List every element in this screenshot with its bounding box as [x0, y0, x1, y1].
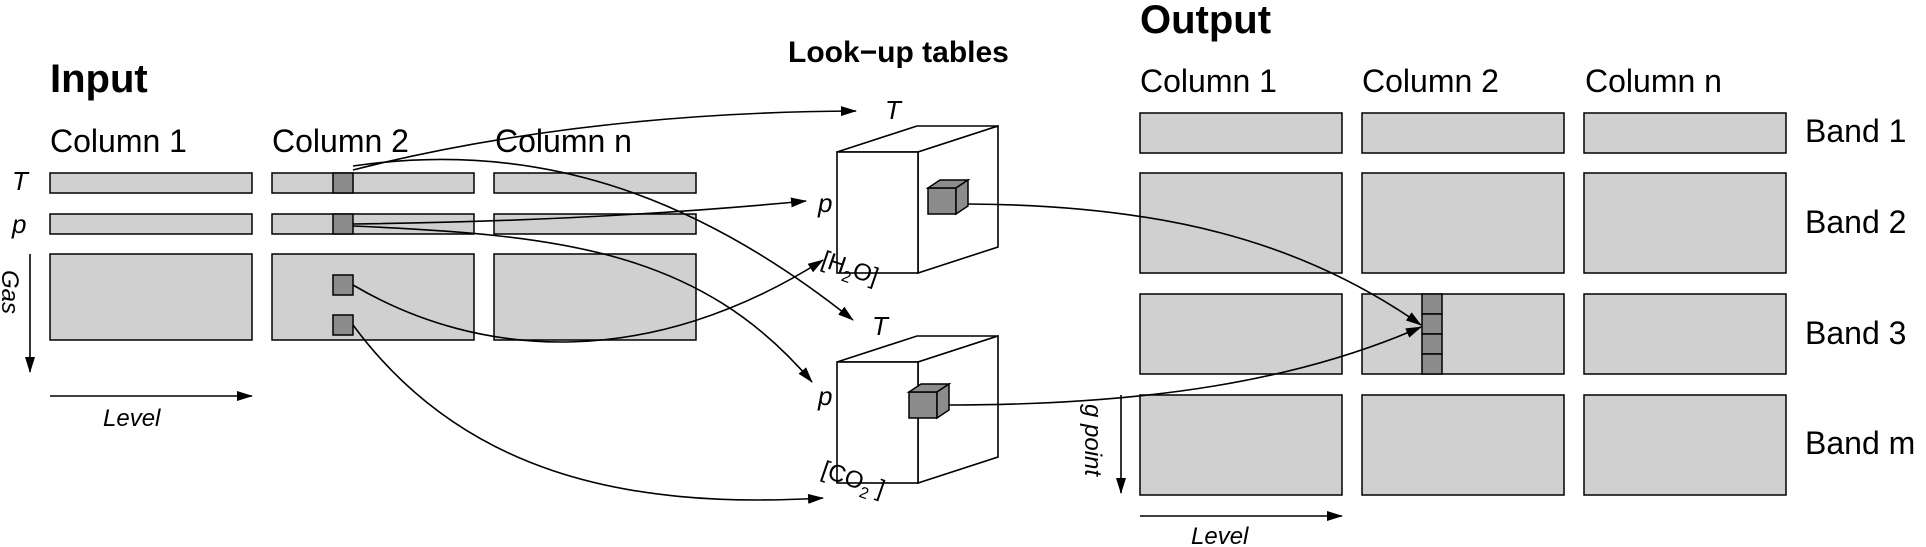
output-column-1-header: Column 1: [1140, 63, 1277, 99]
arrow-co2-to-co2-table: [352, 324, 824, 504]
input-row-label-p: p: [11, 209, 26, 239]
h2o-cube-T-label: T: [885, 95, 903, 125]
flow-arrows: [352, 106, 1422, 504]
output-column-n-header: Column n: [1585, 63, 1722, 99]
input-T-row-column-2: [271, 172, 475, 194]
input-T-row-column-1: [49, 172, 253, 194]
output-band-m-column-2: [1361, 394, 1565, 496]
input-gas-block-column-1: [49, 253, 253, 341]
co2-cube-p-label: p: [817, 381, 832, 411]
output-band-1-column-n: [1583, 112, 1787, 154]
output-column-2-header: Column 2: [1362, 63, 1499, 99]
co2-lookup-cube: T p [CO2 ]: [817, 311, 999, 503]
output-band-m-column-n: [1583, 394, 1787, 496]
g-point-axis-label: g point: [1079, 404, 1106, 477]
co2-selected-voxel: [908, 391, 938, 419]
output-section: Output Column 1 Column 2 Column n Band 1…: [1079, 0, 1915, 547]
output-title: Output: [1140, 0, 1271, 42]
selected-pressure-cell: [332, 213, 354, 235]
selected-h2o-cell: [332, 274, 354, 296]
output-band-2-column-2: [1361, 172, 1565, 274]
output-band-2-column-n: [1583, 172, 1787, 274]
input-column-n-header: Column n: [495, 123, 632, 159]
output-band-2-column-1: [1139, 172, 1343, 274]
arrow-pressure-to-h2o-p: [352, 197, 807, 225]
input-section: Input Column 1 Column 2 Column n T p Gas…: [0, 57, 697, 432]
band-2-label: Band 2: [1805, 204, 1906, 240]
selected-temperature-cell: [332, 172, 354, 194]
output-band-3-column-1: [1139, 293, 1343, 375]
lookup-tables-title: Look−up tables: [788, 36, 1009, 69]
selected-co2-cell: [332, 314, 354, 336]
input-column-1-header: Column 1: [50, 123, 187, 159]
h2o-selected-voxel: [927, 187, 957, 215]
h2o-lookup-cube: T p [H2O]: [817, 95, 999, 291]
input-row-label-T: T: [12, 166, 30, 196]
output-band-3-column-n: [1583, 293, 1787, 375]
arrow-temperature-to-h2o-T: [352, 106, 857, 171]
arrow-h2o-to-h2o-table: [352, 259, 824, 343]
input-gas-block-column-n: [493, 253, 697, 341]
output-band-1-column-2: [1361, 112, 1565, 154]
output-band-1-column-1: [1139, 112, 1343, 154]
arrow-temperature-to-co2-T: [352, 158, 854, 321]
gas-axis-label: Gas: [0, 270, 23, 314]
input-gas-block-column-2: [271, 253, 475, 341]
input-column-2-header: Column 2: [272, 123, 409, 159]
lookup-tables-section: Look−up tables T p [H2O] T p: [788, 36, 1009, 503]
output-band-m-column-1: [1139, 394, 1343, 496]
band-3-label: Band 3: [1805, 315, 1906, 351]
h2o-cube-p-label: p: [817, 188, 832, 218]
input-p-row-column-1: [49, 213, 253, 235]
output-level-axis-label: Level: [1191, 523, 1249, 547]
arrow-co2-table-to-output: [948, 326, 1422, 406]
output-g-point-stack: [1421, 293, 1443, 375]
arrow-h2o-table-to-output: [967, 203, 1422, 326]
band-m-label: Band m: [1805, 425, 1915, 461]
arrow-pressure-to-co2-p: [352, 225, 813, 383]
input-T-row-column-n: [493, 172, 697, 194]
band-1-label: Band 1: [1805, 113, 1906, 149]
input-title: Input: [50, 57, 148, 101]
co2-cube-T-label: T: [872, 311, 890, 341]
input-level-axis-label: Level: [103, 405, 161, 432]
